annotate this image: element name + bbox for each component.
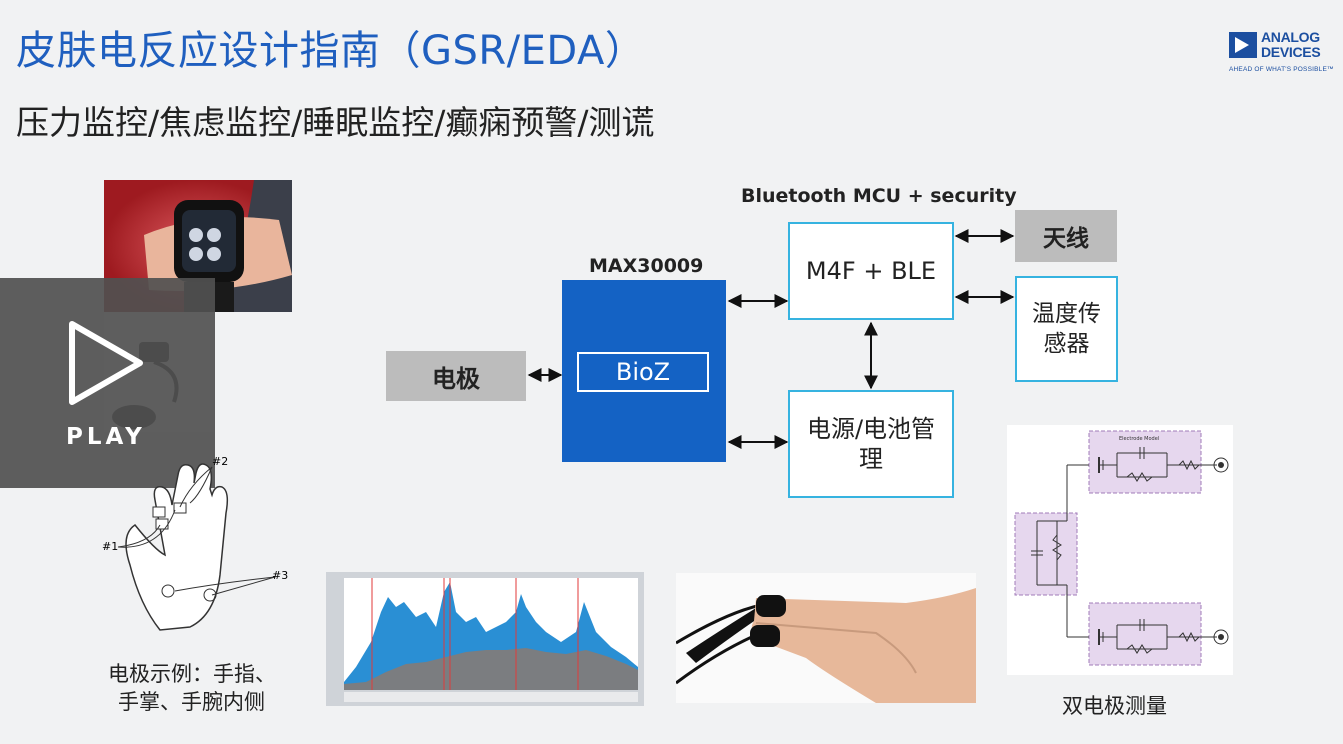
slide-title: 皮肤电反应设计指南（GSR/EDA） <box>16 28 646 74</box>
logo-triangle-icon <box>1229 32 1257 58</box>
slide-subtitle: 压力监控/焦虑监控/睡眠监控/癫痫预警/测谎 <box>16 103 655 142</box>
power-label-line-2: 理 <box>859 445 883 473</box>
power-label-line-1: 电源/电池管 <box>806 415 936 443</box>
logo-line-2: DEVICES <box>1261 44 1321 60</box>
play-label[interactable]: PLAY <box>66 424 146 450</box>
electrode-model-label-top: Electrode Model <box>1119 436 1159 442</box>
logo-wordmark: ANALOG DEVICES <box>1261 29 1321 60</box>
logo-tagline: AHEAD OF WHAT'S POSSIBLE™ <box>1229 66 1334 73</box>
electrode-example-caption-line-2: 手掌、手腕内侧 <box>118 690 265 714</box>
antenna-block: 天线 <box>1015 210 1117 262</box>
finger-electrode-photo <box>676 573 976 703</box>
electrode-model-top: Electrode Model <box>1067 430 1229 494</box>
dual-electrode-circuit-image: Electrode Model <box>1007 425 1233 675</box>
bluetooth-mcu-label: Bluetooth MCU + security <box>741 185 1017 207</box>
bioz-block: BioZ <box>577 352 709 392</box>
body-model <box>1014 465 1078 637</box>
max30009-label: MAX30009 <box>589 255 704 277</box>
mcu-block: M4F + BLE <box>788 222 954 320</box>
electrode-block: 电极 <box>386 351 526 401</box>
analog-devices-logo: ANALOG DEVICES AHEAD OF WHAT'S POSSIBLE™ <box>1229 29 1339 80</box>
hand-marker-3: #3 <box>272 569 288 582</box>
hand-electrode-drawing: #1 #2 #3 <box>102 455 288 631</box>
hand-marker-1: #1 <box>102 540 118 553</box>
power-management-block: 电源/电池管 理 <box>788 390 954 498</box>
electrode-model-bottom <box>1067 602 1229 666</box>
hand-marker-2: #2 <box>212 455 228 468</box>
temperature-sensor-block: 温度传 感器 <box>1015 276 1118 382</box>
electrode-example-caption-line-1: 电极示例：手指、 <box>108 662 276 686</box>
max30009-chip-block <box>562 280 726 462</box>
temperature-sensor-label-line-1: 温度传 <box>1032 301 1101 327</box>
play-icon[interactable] <box>66 320 146 406</box>
dual-electrode-caption: 双电极测量 <box>1062 694 1167 718</box>
temperature-sensor-label-line-2: 感器 <box>1043 331 1090 357</box>
gsr-signal-chart-image <box>326 572 644 706</box>
logo-line-1: ANALOG <box>1261 29 1320 45</box>
